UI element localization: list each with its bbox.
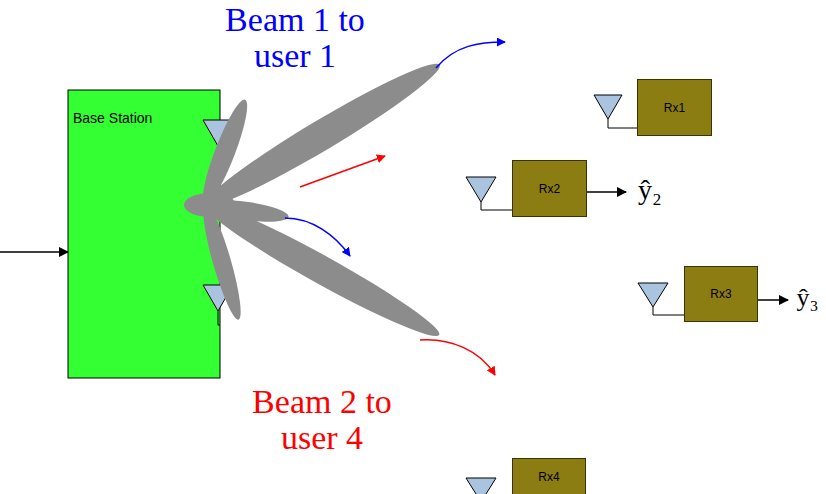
- label-text: Beam 1 to user 1: [225, 1, 365, 74]
- node-text: Rx3: [710, 287, 731, 301]
- direction-arrow: [436, 42, 505, 68]
- label-text: ŷ₂: [638, 174, 662, 205]
- label-text: Beam 2 to user 4: [252, 383, 392, 456]
- beam-label: Beam 2 to user 4: [222, 384, 422, 456]
- base-station-box: [68, 90, 220, 378]
- receiver-box: Rx4: [512, 458, 586, 494]
- beam-label: Beam 1 to user 1: [195, 2, 395, 74]
- direction-arrow: [300, 156, 385, 187]
- node-text: Base Station: [73, 110, 152, 126]
- output-symbol: ŷ₃: [791, 280, 824, 316]
- output-arrow: [758, 299, 788, 301]
- receiver-box: Rx1: [637, 79, 712, 136]
- label-text: ŷ₃: [796, 283, 818, 312]
- input-arrow: [0, 251, 68, 253]
- beam-lobe: [184, 52, 447, 347]
- node-text: Rx4: [538, 470, 559, 484]
- output-arrow: [587, 191, 626, 193]
- output-symbol: ŷ₂: [630, 172, 670, 208]
- receiver-box: Rx2: [512, 160, 587, 217]
- antenna-symbol: [466, 95, 684, 494]
- direction-arrow: [285, 218, 350, 256]
- receiver-box: Rx3: [684, 266, 758, 322]
- direction-arrow: [420, 340, 495, 375]
- node-text: Rx1: [664, 101, 685, 115]
- node-text: Rx2: [539, 182, 560, 196]
- base-station-box: Base Station: [68, 90, 220, 378]
